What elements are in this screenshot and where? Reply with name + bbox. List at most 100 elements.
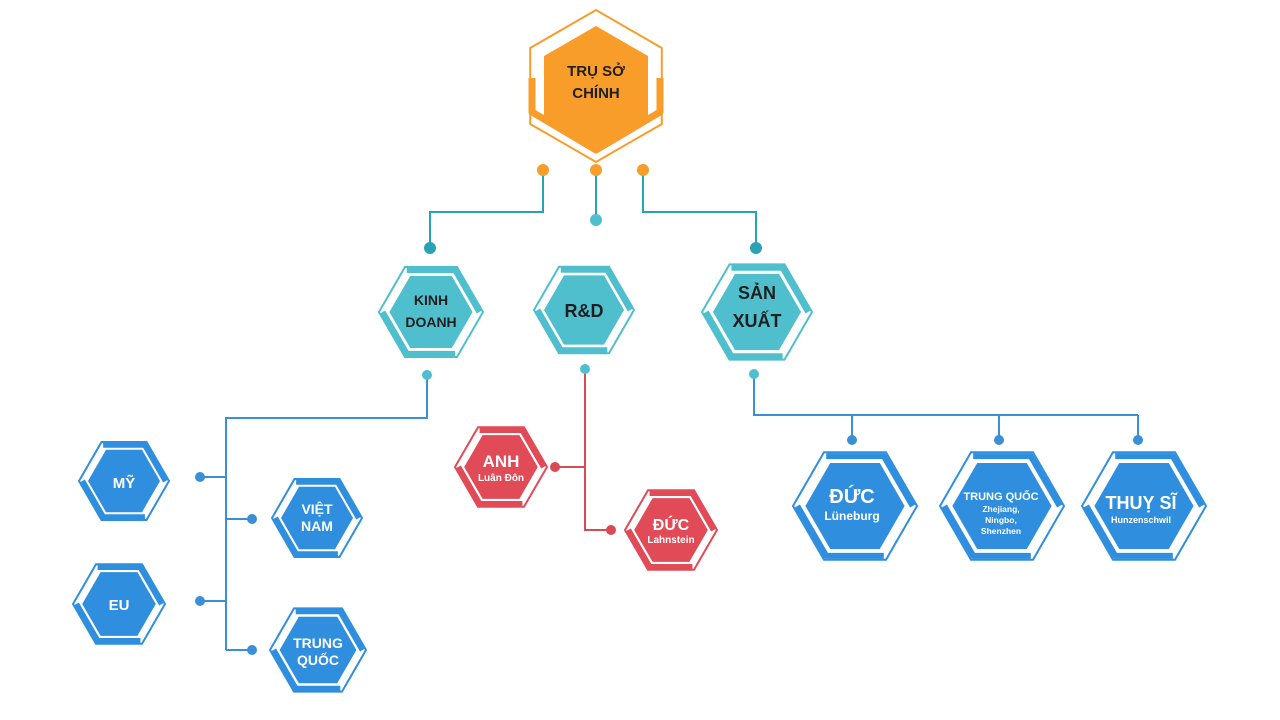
usa-label: MỸ [113,474,136,492]
prod-switzerland-shape [1080,451,1208,561]
sales-china-accent-top [295,608,366,652]
node-production[interactable]: SẢN XUẤT [733,282,782,331]
sales-fill [389,276,473,348]
production-fill [713,273,801,351]
prod-china-shape [938,451,1066,561]
sales-china-line2: QUỐC [297,651,339,668]
vietnam-line1: VIỆT [301,500,333,517]
eu-shape [71,563,167,645]
prod-switzerland-port [1133,435,1143,445]
connector-lines [195,164,1143,655]
usa-accent-bottom [79,479,145,521]
production-port-top [750,242,762,254]
rnd-germany-sub: Lahnstein [647,535,694,546]
prod-switzerland-fill [1094,463,1194,549]
prod-china-accent-top [973,453,1063,508]
rnd-port-bottom [580,364,590,374]
head-office-shape [528,8,664,164]
rnd-uk-fill [464,435,538,499]
prod-germany-fill [805,463,905,549]
rnd-germany-fill [634,498,708,562]
vietnam-fill [281,486,353,550]
prod-china-sub2: Ningbo, [985,515,1017,525]
prod-china-port [994,435,1004,445]
sales-port-top [424,242,436,254]
production-line2: XUẤT [733,310,782,331]
prod-germany-accent-top [826,453,916,508]
prod-switzerland-accent-top [1115,453,1205,508]
production-line1: SẢN [738,282,776,303]
usa-fill [88,449,160,513]
rnd-germany-accent-bottom [625,528,693,570]
prod-germany-label: ĐỨC [829,484,874,508]
prod-china-accent-bottom [941,504,1031,559]
node-rnd[interactable]: R&D [565,301,604,321]
nodes-layer [71,8,1208,693]
rnd-uk-label: ANH [483,452,520,471]
node-prod-switzerland[interactable]: THUỴ SĨ Hunzenschwil [1105,492,1177,525]
node-vietnam[interactable]: VIỆT NAM [301,500,333,534]
rnd-label: R&D [565,301,604,321]
head-office-line2: CHÍNH [572,85,620,102]
eu-accent-top [97,564,165,606]
rnd-shape [532,265,636,355]
prod-switzerland-label: THUỴ SĨ [1105,492,1177,513]
prod-germany-shape [791,451,919,561]
rnd-accent-top [560,266,634,312]
vietnam-line2: NAM [301,518,333,534]
eu-port [195,596,205,606]
node-rnd-germany[interactable]: ĐỨC Lahnstein [647,515,694,546]
sales-shape [377,266,485,358]
head-office-outline [529,8,663,164]
vietnam-shape [270,478,364,558]
production-shape [700,263,814,361]
rnd-uk-shape [453,426,549,508]
rnd-germany-port [606,525,616,535]
rnd-germany-accent-top [649,490,717,532]
prod-germany-sub: Lüneburg [824,509,879,523]
sales-china-shape [268,607,368,693]
production-accent-top [731,264,811,314]
prod-china-sub3: Shenzhen [981,526,1021,536]
connector-rnd-trunk [584,369,611,531]
prod-china-sub1: Zhejiang, [982,504,1019,514]
rnd-germany-shape [623,489,719,571]
prod-switzerland-accent-bottom [1083,504,1173,559]
prod-switzerland-sub: Hunzenschwil [1111,515,1171,525]
prod-germany-port [847,435,857,445]
node-sales[interactable]: KINH DOANH [405,292,456,330]
sales-line2: DOANH [405,314,456,330]
root-port-center [590,164,602,176]
node-sales-china[interactable]: TRUNG QUỐC [293,635,343,668]
vietnam-accent-bottom [272,516,338,558]
node-prod-china[interactable]: TRUNG QUỐC Zhejiang, Ningbo, Shenzhen [963,489,1038,536]
node-usa[interactable]: MỸ [113,474,136,492]
usa-shape [77,441,171,521]
prod-china-fill [952,463,1052,549]
connector-root-production [642,170,757,248]
connector-root-sales [429,170,544,248]
node-rnd-uk[interactable]: ANH Luân Đôn [478,452,524,484]
usa-accent-top [103,441,169,483]
sales-china-accent-bottom [270,648,341,692]
sales-china-line1: TRUNG [293,635,343,651]
head-office-accent [528,78,664,154]
node-head-office[interactable]: TRỤ SỞ CHÍNH [567,62,625,102]
root-port-right [637,164,649,176]
rnd-uk-accent-bottom [455,465,523,507]
prod-germany-accent-bottom [794,504,884,559]
eu-label: EU [109,597,130,614]
node-prod-germany[interactable]: ĐỨC Lüneburg [824,484,879,523]
head-office-line1: TRỤ SỞ [567,62,625,80]
rnd-uk-accent-top [479,427,547,469]
node-eu[interactable]: EU [109,597,130,614]
sales-accent-top [406,267,482,314]
usa-port [195,472,205,482]
rnd-accent-bottom [534,308,608,354]
vietnam-accent-top [296,478,362,520]
rnd-fill [544,275,624,345]
sales-line1: KINH [414,292,448,308]
connector-production-trunk [753,374,1138,416]
vietnam-port [247,514,257,524]
